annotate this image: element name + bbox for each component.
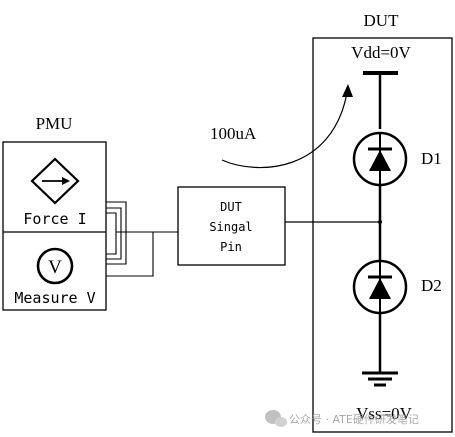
d2-label: D2: [421, 276, 442, 295]
d1-label: D1: [421, 149, 442, 168]
watermark: 公众号 · ATE硬件研发笔记: [265, 410, 419, 427]
dut-block: DUT Vdd=0V D1 D2: [312, 11, 453, 433]
wechat-icon: [265, 410, 287, 427]
pmu-title: PMU: [36, 114, 73, 133]
current-flow-arrow: 100uA: [210, 84, 353, 169]
watermark-text: 公众号 · ATE硬件研发笔记: [289, 412, 419, 426]
dut-box: [312, 37, 453, 433]
dut-pin-box: [177, 186, 286, 266]
vdd-label: Vdd=0V: [351, 43, 411, 62]
dut-pin-block: DUT Singal Pin: [177, 186, 286, 266]
current-label: 100uA: [210, 124, 257, 143]
pin-label-line2: Singal: [209, 220, 252, 234]
pmu-block: PMU Force I V Measure V: [2, 114, 107, 311]
pmu-wiring: [106, 201, 178, 277]
diode-icon: [352, 131, 408, 187]
force-label: Force I: [23, 210, 86, 228]
current-source-icon: [30, 157, 80, 205]
voltmeter-symbol: V: [48, 257, 62, 278]
ground-icon: [362, 371, 398, 387]
dut-title: DUT: [364, 11, 400, 30]
diode-icon: [352, 259, 408, 315]
voltmeter-icon: V: [36, 247, 74, 285]
pin-label-line1: DUT: [220, 200, 242, 214]
vss-label: Vss=0V: [356, 404, 413, 423]
measure-label: Measure V: [14, 289, 95, 307]
pin-label-line3: Pin: [220, 240, 242, 254]
